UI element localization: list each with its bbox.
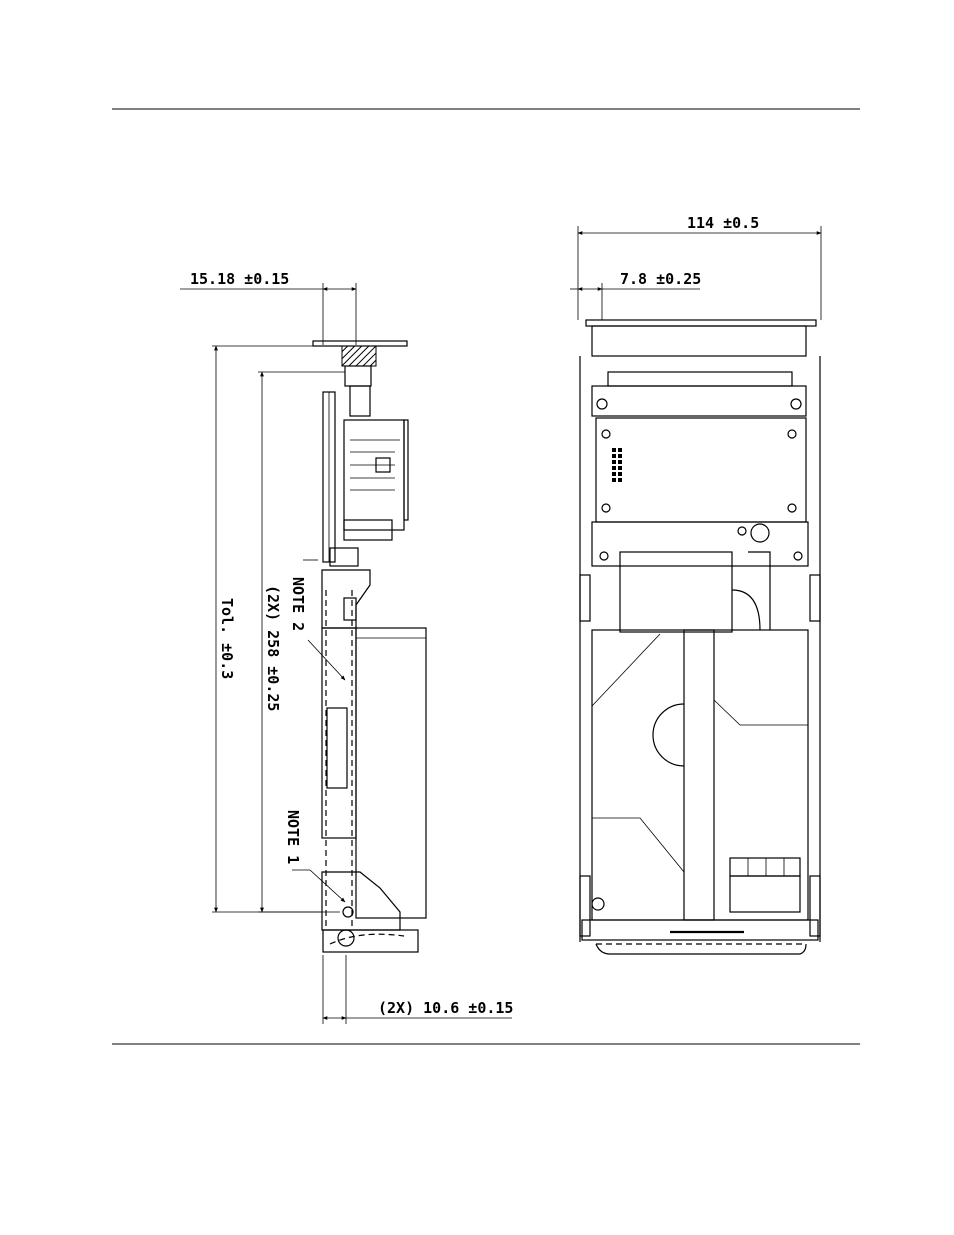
note-1-label: NOTE 1 <box>284 810 302 864</box>
front-view <box>579 319 821 955</box>
dim-top-width: 114 ±0.5 <box>687 214 759 232</box>
dim-top-offset: 7.8 ±0.25 <box>620 270 701 288</box>
side-view <box>312 340 427 953</box>
side-dimensions: 15.18 ±0.15 Tol. ±0.3 (2X) 258 ±0.25 NOT… <box>180 270 513 1024</box>
dim-inner-length: (2X) 258 ±0.25 <box>264 585 282 711</box>
dim-side-thickness: 15.18 ±0.15 <box>190 270 289 288</box>
front-dimensions: 114 ±0.5 7.8 ±0.25 <box>570 214 822 320</box>
note-2-label: NOTE 2 <box>289 577 307 631</box>
pin-header <box>612 448 622 482</box>
dim-bottom-offset: (2X) 10.6 ±0.15 <box>378 999 513 1017</box>
dim-total-length: Tol. ±0.3 <box>218 598 236 679</box>
